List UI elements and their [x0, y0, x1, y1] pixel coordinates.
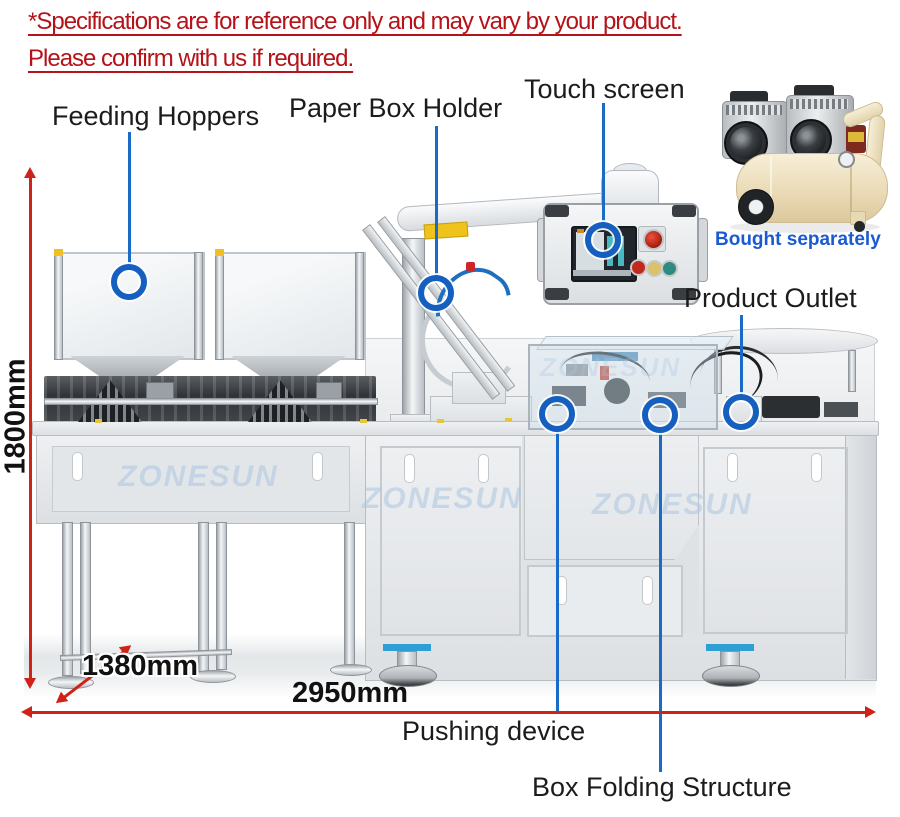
screen-teal-bar: [618, 236, 624, 266]
tank-seam: [770, 157, 772, 215]
motor-fins: [726, 105, 782, 115]
infeed-table-panel: [52, 446, 350, 512]
air-compressor: [700, 85, 895, 237]
leader-product-outlet: [740, 315, 743, 395]
red-component: [600, 366, 609, 380]
folding-roller: [604, 378, 630, 404]
feeding-hopper-2: [215, 252, 366, 360]
panel-corner-guard: [545, 288, 569, 300]
height-dimension-text: 1800mm: [0, 358, 32, 475]
compressor-shadow: [730, 221, 880, 233]
leader-paper-box-holder: [435, 126, 438, 276]
label-bought-separately: Bought separately: [715, 229, 881, 250]
foot-pad: [706, 644, 754, 651]
pressure-gauge: [838, 151, 855, 168]
machine-foot: [702, 665, 760, 687]
leader-feeding-hoppers: [128, 132, 131, 264]
foot-pad: [383, 644, 431, 651]
outlet-black-block: [824, 402, 858, 417]
screen-button-strip: [573, 270, 631, 276]
disc-post: [714, 350, 722, 394]
valve-label: [848, 132, 864, 142]
marker-feeding-hoppers-icon: [111, 264, 147, 300]
table-leg: [344, 522, 355, 666]
zonesun-watermark: ZONESUN: [540, 352, 682, 382]
arm-warning-label: [423, 221, 469, 240]
door-handle-slot: [404, 454, 415, 483]
label-pushing-device: Pushing device: [402, 716, 586, 746]
panel-button-green: [661, 260, 678, 277]
label-box-folding-structure: Box Folding Structure: [532, 772, 792, 802]
hopper-frame-post: [54, 252, 63, 360]
tank-seam: [850, 157, 852, 213]
panel-corner-guard: [545, 205, 569, 217]
hopper-frame-post: [215, 252, 224, 360]
table-foot: [330, 664, 372, 676]
label-feeding-hoppers: Feeding Hoppers: [52, 101, 260, 131]
label-paper-box-holder: Paper Box Holder: [289, 93, 503, 123]
drawer-handle-slot: [642, 576, 653, 605]
machine-foot: [379, 665, 437, 687]
table-foot: [190, 670, 236, 683]
hopper-frame-post: [355, 252, 364, 360]
tube-red-fitting: [466, 262, 475, 271]
tabletop-yellow-mark: [95, 419, 102, 423]
table-leg: [216, 522, 227, 670]
marker-pushing-device-icon: [539, 396, 575, 432]
panel-corner-guard: [672, 288, 696, 300]
leader-touch-screen: [602, 103, 605, 224]
cabinet-door-left: [380, 446, 521, 636]
table-leg: [80, 522, 91, 674]
cabinet-door-right: [703, 447, 848, 634]
depth-dimension-text: 1380mm: [82, 650, 199, 682]
folding-mechanism-part: [566, 364, 588, 376]
zonesun-watermark: ZONESUN: [592, 488, 753, 521]
emergency-stop-button: [643, 229, 664, 250]
door-handle-slot: [811, 453, 822, 482]
compressor-wheel: [738, 189, 774, 225]
length-dimension-arrow: [26, 711, 871, 714]
disclaimer-line-2: Please confirm with us if required.: [28, 45, 354, 72]
leader-box-folding-structure: [659, 432, 662, 772]
table-leg: [62, 522, 73, 676]
door-handle-slot: [478, 454, 489, 483]
zonesun-watermark: ZONESUN: [362, 482, 523, 515]
door-handle-slot: [727, 453, 738, 482]
leader-pushing-device: [556, 431, 559, 712]
label-touch-screen: Touch screen: [524, 74, 685, 104]
marker-product-outlet-icon: [723, 394, 759, 430]
length-dimension-text: 2950mm: [292, 677, 409, 709]
disc-post: [848, 350, 856, 392]
tabletop-yellow-mark: [437, 419, 444, 423]
height-dimension-arrow: [29, 172, 32, 684]
hopper-frame-post: [194, 252, 203, 360]
panel-handle-slot: [312, 452, 323, 481]
panel-handle-slot: [72, 452, 83, 481]
label-product-outlet: Product Outlet: [684, 283, 857, 313]
marker-paper-box-holder-icon: [418, 275, 454, 311]
main-cabinet-side-face: [845, 432, 876, 679]
outlet-black-block: [762, 396, 820, 418]
compressor-caster: [854, 221, 865, 232]
hopper-yellow-tip: [215, 249, 224, 256]
motor-fins: [790, 99, 848, 109]
tabletop-yellow-mark: [505, 418, 512, 422]
cabinet-drawer: [527, 565, 683, 637]
motor-cap: [730, 91, 768, 104]
disclaimer-line-1: *Specifications are for reference only a…: [28, 8, 683, 35]
mechanism-rail: [44, 398, 378, 405]
marker-touch-screen-icon: [585, 222, 621, 258]
hopper-yellow-tip: [54, 249, 63, 256]
panel-button-red: [630, 259, 647, 276]
panel-corner-guard: [672, 205, 696, 217]
screen-status-dot: [577, 229, 584, 233]
zonesun-watermark: ZONESUN: [118, 460, 279, 493]
tabletop-yellow-mark: [360, 419, 367, 423]
marker-box-folding-structure-icon: [642, 397, 678, 433]
motor-cap: [794, 85, 834, 98]
pneumatic-cylinder: [592, 352, 638, 361]
